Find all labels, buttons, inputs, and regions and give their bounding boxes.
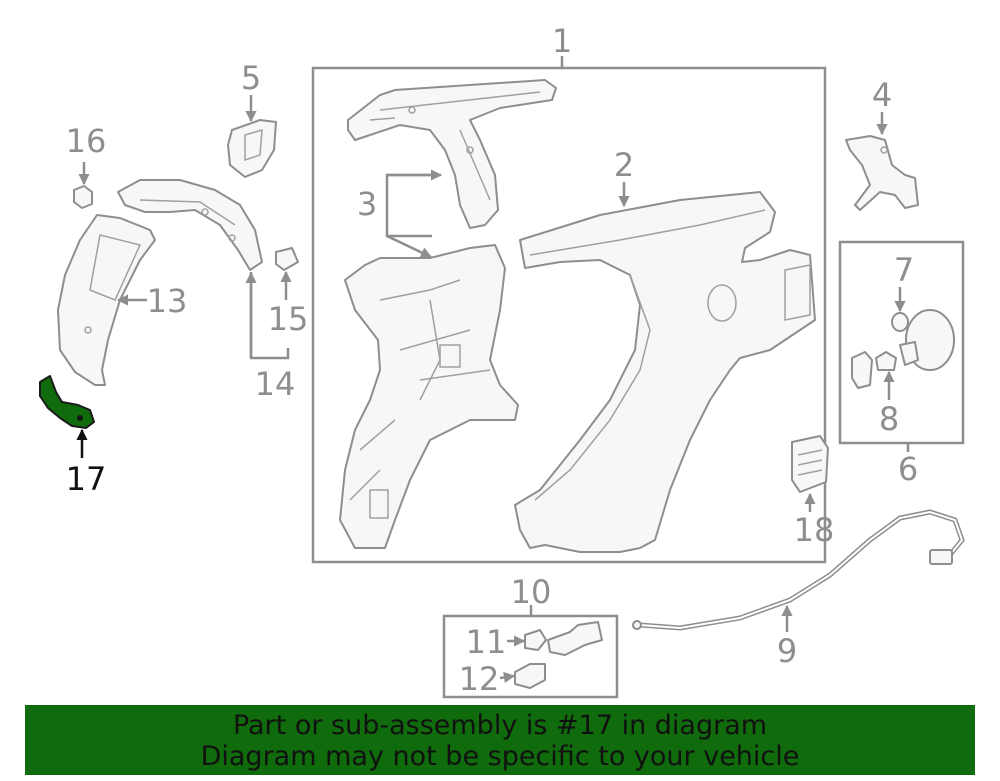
callout-1: 1 <box>552 22 572 60</box>
assembly-frame-1 <box>311 66 827 564</box>
callout-17: 17 <box>66 460 107 498</box>
assembly-frame-6 <box>838 240 965 445</box>
part-14-liner <box>117 179 263 271</box>
callout-4: 4 <box>872 76 892 114</box>
callout-5: 5 <box>241 59 261 97</box>
part-inner-upper-panel <box>347 79 557 229</box>
part-9-cable <box>632 509 965 631</box>
part-10-latch <box>514 621 603 689</box>
banner-line-2: Diagram may not be specific to your vehi… <box>200 741 800 772</box>
part-quarter-panel <box>514 191 816 553</box>
info-banner: Part or sub-assembly is #17 in diagram D… <box>25 705 975 775</box>
part-17-bracket-highlighted <box>39 375 95 429</box>
callout-12: 12 <box>459 660 500 698</box>
callout-11: 11 <box>466 623 507 661</box>
callout-15: 15 <box>268 300 309 338</box>
banner-line-1: Part or sub-assembly is #17 in diagram <box>232 710 768 741</box>
callout-18: 18 <box>794 511 835 549</box>
callout-13: 13 <box>147 282 188 320</box>
part-15-clip <box>275 247 299 271</box>
callout-2: 2 <box>614 146 634 184</box>
part-18-vent <box>791 435 829 493</box>
callout-7: 7 <box>894 251 914 289</box>
callout-6: 6 <box>898 450 918 488</box>
callout-10: 10 <box>511 573 552 611</box>
callout-14: 14 <box>255 365 296 403</box>
callout-3: 3 <box>357 185 377 223</box>
leader-12 <box>499 671 516 684</box>
part-16-nut <box>73 185 93 209</box>
callout-8: 8 <box>879 400 899 438</box>
callout-16: 16 <box>66 122 107 160</box>
part-5-housing <box>227 119 277 178</box>
part-4-bracket <box>845 135 919 211</box>
part-6-fuel-door <box>851 309 955 389</box>
callout-9: 9 <box>777 632 797 670</box>
part-inner-wheelhouse-panel <box>339 244 519 549</box>
part-13-liner <box>57 214 156 386</box>
leader-3 <box>385 173 440 238</box>
